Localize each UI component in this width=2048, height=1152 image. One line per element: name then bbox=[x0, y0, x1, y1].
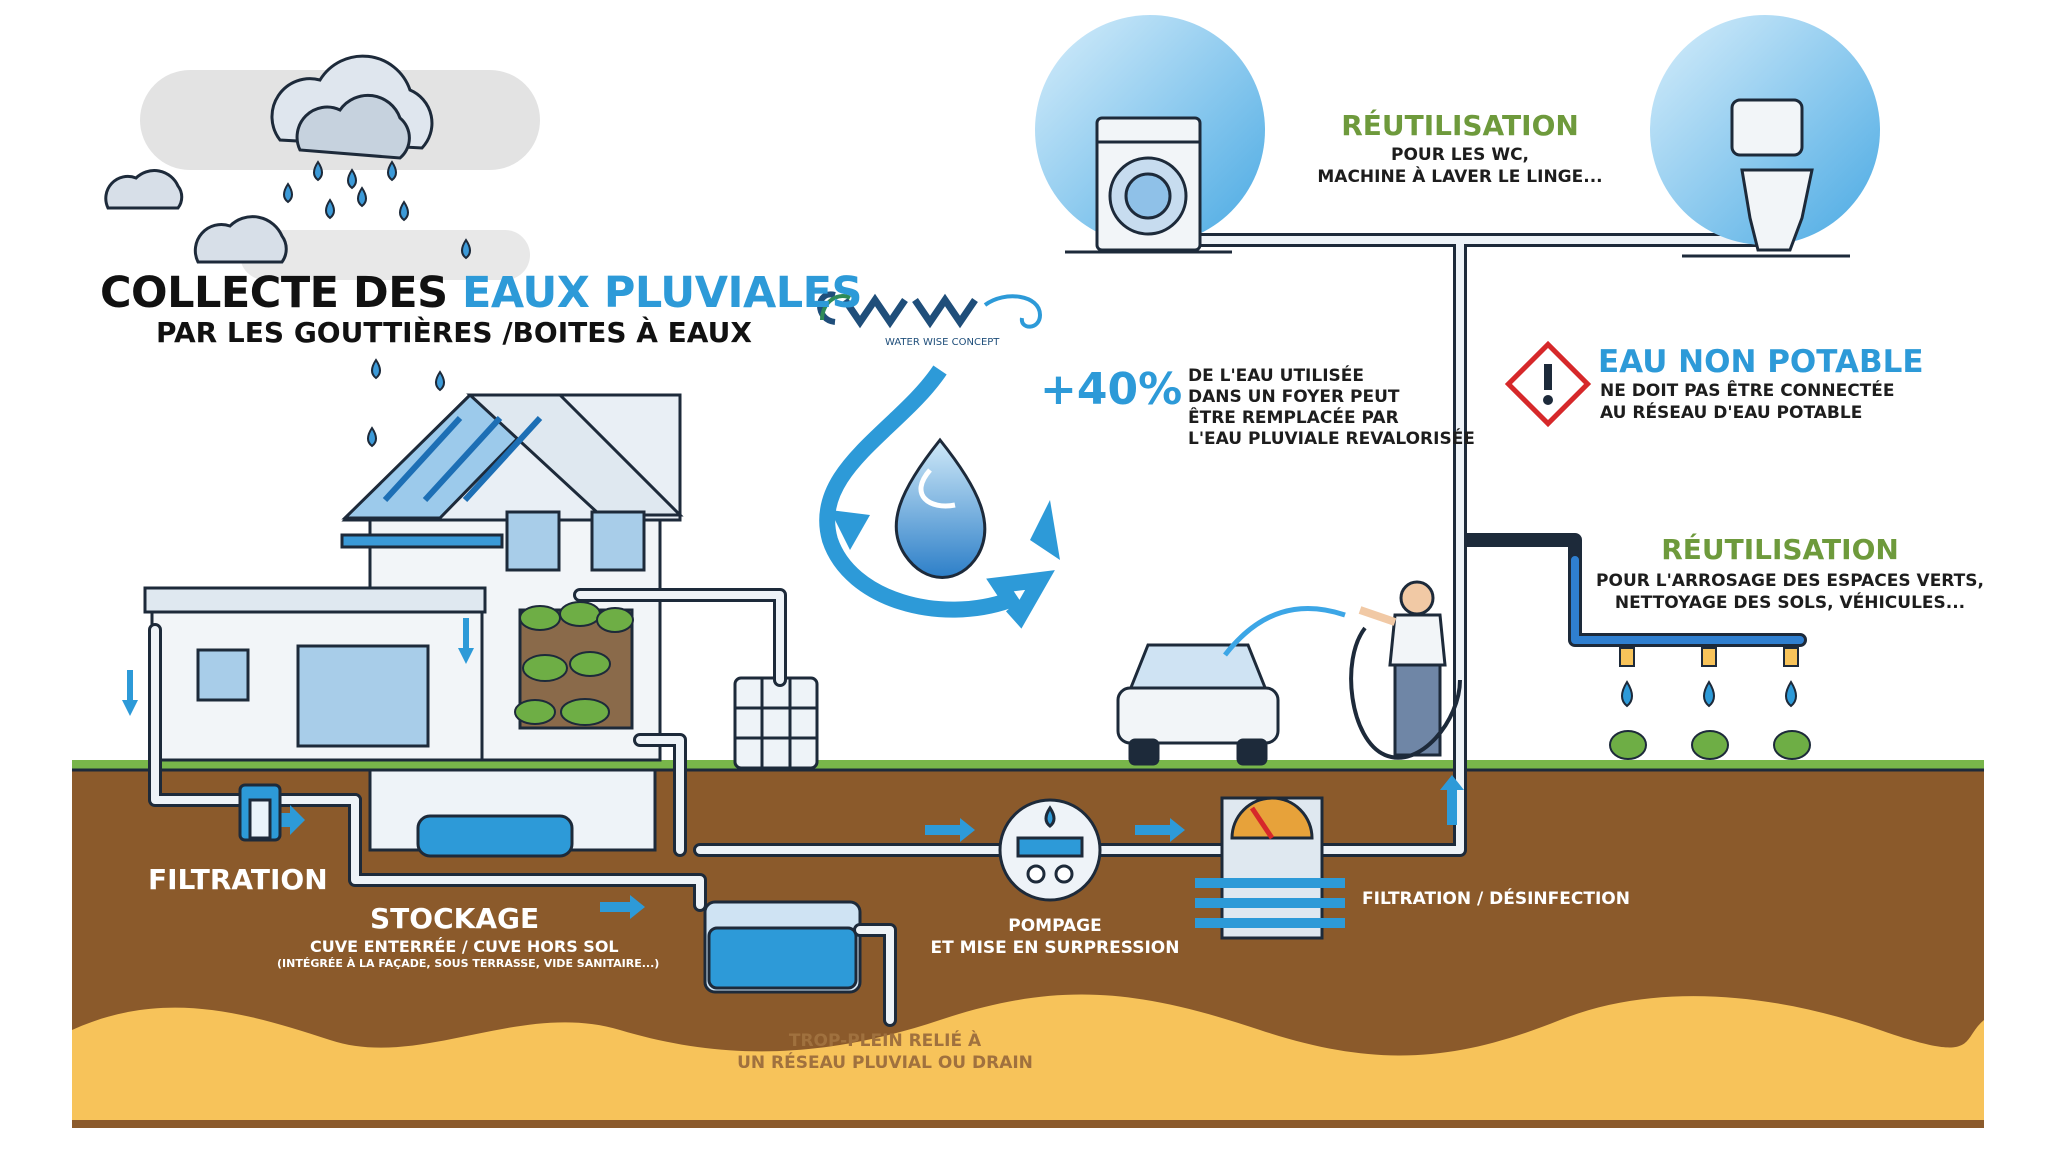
pump-icon bbox=[998, 798, 1102, 902]
water-cycle-icon bbox=[819, 365, 1060, 629]
person-icon bbox=[1358, 580, 1447, 757]
stat-text: DE L'EAU UTILISÉE DANS UN FOYER PEUT ÊTR… bbox=[1188, 366, 1475, 450]
title-part: COLLECTE DES bbox=[100, 268, 463, 318]
brand-logo: WATER WISE CONCEPT bbox=[817, 291, 1043, 348]
overflow-line: TROP-PLEIN RELIÉ À bbox=[788, 1031, 982, 1051]
plant-icon bbox=[1609, 730, 1811, 760]
reuse-outdoor-line: NETTOYAGE DES SOLS, VÉHICULES... bbox=[1614, 593, 1966, 613]
reuse-outdoor-line: POUR L'ARROSAGE DES ESPACES VERTS, bbox=[1596, 571, 1984, 591]
disinfection-label: FILTRATION / DÉSINFECTION bbox=[1362, 889, 1630, 909]
stat-line: DE L'EAU UTILISÉE bbox=[1188, 366, 1365, 386]
filtration-label: FILTRATION bbox=[148, 863, 328, 896]
page-title: COLLECTE DES EAUX PLUVIALES bbox=[100, 268, 862, 318]
reuse-outdoor-text: POUR L'ARROSAGE DES ESPACES VERTS, NETTO… bbox=[1590, 570, 1990, 614]
warning-heading: EAU NON POTABLE bbox=[1598, 344, 1924, 380]
page-subtitle: PAR LES GOUTTIÈRES /BOITES À EAUX bbox=[156, 316, 752, 349]
cloud-icon bbox=[270, 54, 434, 160]
plant-icon bbox=[514, 601, 634, 726]
stat-line: ÊTRE REMPLACÉE PAR bbox=[1188, 408, 1399, 428]
reuse-indoor-line: MACHINE À LAVER LE LINGE... bbox=[1317, 167, 1603, 187]
title-highlight: EAUX PLUVIALES bbox=[462, 268, 862, 318]
pumping-line: POMPAGE bbox=[1008, 916, 1102, 936]
water-spray bbox=[1223, 606, 1346, 657]
warning-icon bbox=[1504, 340, 1592, 428]
toilet-icon bbox=[1650, 15, 1880, 252]
sprinkler-icon bbox=[1619, 647, 1799, 708]
warning-line: NE DOIT PAS ÊTRE CONNECTÉE bbox=[1600, 381, 1895, 401]
reuse-indoor-text: POUR LES WC, MACHINE À LAVER LE LINGE... bbox=[1300, 144, 1620, 188]
overflow-label: TROP-PLEIN RELIÉ À UN RÉSEAU PLUVIAL OU … bbox=[720, 1030, 1050, 1074]
logo-tagline: WATER WISE CONCEPT bbox=[885, 337, 1000, 348]
reuse-outdoor-heading: RÉUTILISATION bbox=[1661, 533, 1899, 566]
storage-note: (INTÉGRÉE À LA FAÇADE, SOUS TERRASSE, VI… bbox=[277, 957, 660, 970]
rain-barrel-icon bbox=[733, 676, 819, 770]
pumping-label: POMPAGE ET MISE EN SURPRESSION bbox=[930, 915, 1180, 959]
storage-tank-upper bbox=[368, 768, 657, 858]
reuse-indoor-line: POUR LES WC, bbox=[1390, 145, 1530, 165]
cloud-area bbox=[104, 54, 540, 448]
stat-line: DANS UN FOYER PEUT bbox=[1188, 387, 1400, 407]
overflow-line: UN RÉSEAU PLUVIAL OU DRAIN bbox=[737, 1053, 1033, 1073]
filter-unit-icon bbox=[238, 783, 282, 842]
grass-strip bbox=[72, 760, 1984, 770]
car-icon bbox=[1116, 643, 1280, 766]
reuse-indoor-heading: RÉUTILISATION bbox=[1341, 109, 1579, 142]
pumping-line: ET MISE EN SURPRESSION bbox=[930, 938, 1180, 958]
garden-hose bbox=[1349, 626, 1462, 760]
storage-line: CUVE ENTERRÉE / CUVE HORS SOL bbox=[310, 937, 619, 956]
washing-machine-icon bbox=[1035, 15, 1265, 252]
warning-text: NE DOIT PAS ÊTRE CONNECTÉE AU RÉSEAU D'E… bbox=[1600, 380, 1895, 424]
sand-layer bbox=[72, 994, 1984, 1120]
storage-heading: STOCKAGE bbox=[370, 902, 540, 935]
stat-line: L'EAU PLUVIALE REVALORISÉE bbox=[1188, 429, 1475, 449]
stat-value: +40% bbox=[1040, 364, 1183, 415]
downpipe-arrows bbox=[122, 618, 474, 716]
cloud-icon bbox=[104, 169, 288, 264]
storage-tank-lower bbox=[703, 900, 862, 994]
warning-line: AU RÉSEAU D'EAU POTABLE bbox=[1600, 403, 1863, 423]
disinfection-unit-icon bbox=[1195, 796, 1345, 940]
flow-arrows bbox=[265, 775, 1464, 919]
